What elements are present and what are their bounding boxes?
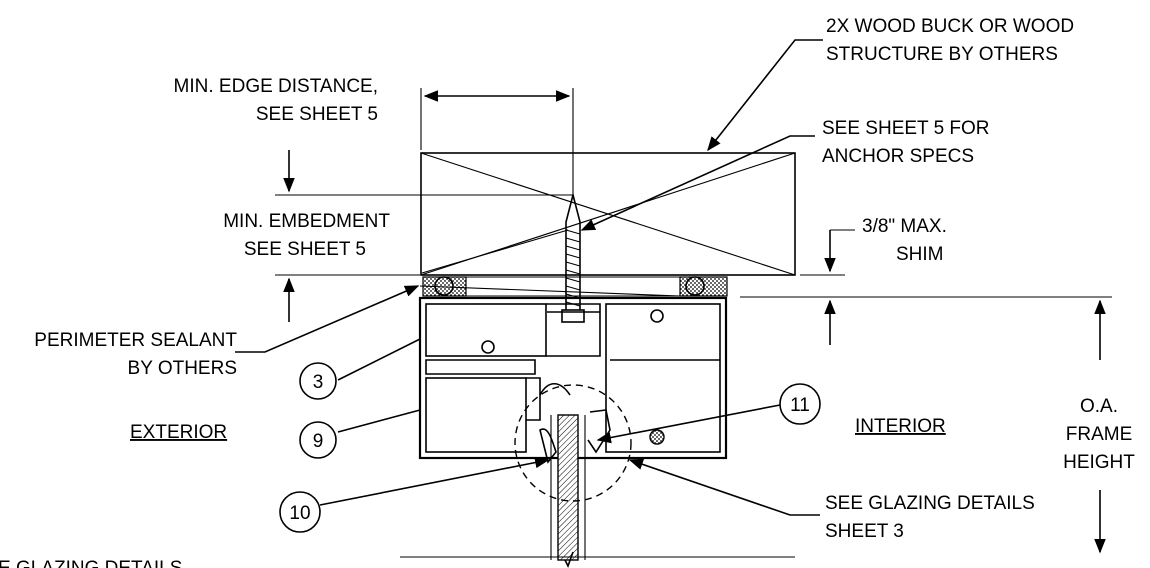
callout-9-text: 9 — [313, 431, 324, 452]
oa-label-1: O.A. — [1080, 396, 1118, 417]
embedment-dimension — [275, 150, 573, 322]
sealant-label-2: BY OTHERS — [128, 358, 237, 379]
leader-lines — [235, 39, 823, 516]
edge-distance-label-2: SEE SHEET 5 — [256, 104, 378, 125]
oa-label-2: FRAME — [1066, 424, 1133, 445]
edge-distance-label-1: MIN. EDGE DISTANCE, — [174, 76, 378, 97]
sealant-label-1: PERIMETER SEALANT — [34, 330, 237, 351]
callout-3: 3 — [299, 362, 337, 400]
oa-label-3: HEIGHT — [1063, 452, 1135, 473]
shim-label-2: SHIM — [896, 244, 944, 265]
callout-11: 11 — [779, 383, 821, 425]
callout-11-text: 11 — [790, 395, 810, 416]
interior-label: INTERIOR — [855, 416, 946, 437]
glass-lite — [514, 384, 632, 568]
callout-10: 10 — [279, 491, 321, 533]
glazing-label-1: SEE GLAZING DETAILS — [825, 493, 1035, 514]
shim-label-1: 3/8" MAX. — [862, 216, 947, 237]
edge-distance-dimension — [420, 88, 574, 195]
wood-buck-label-1: 2X WOOD BUCK OR WOOD — [826, 16, 1074, 37]
callout-9: 9 — [299, 421, 337, 459]
embedment-label-2: SEE SHEET 5 — [244, 239, 366, 260]
exterior-label: EXTERIOR — [130, 422, 227, 443]
embedment-label-1: MIN. EMBEDMENT — [223, 211, 390, 232]
callout-3-text: 3 — [313, 372, 324, 393]
callout-10-text: 10 — [289, 503, 310, 524]
anchor-label-2: ANCHOR SPECS — [822, 146, 974, 167]
wood-buck-label-2: STRUCTURE BY OTHERS — [826, 44, 1058, 65]
shim-dimension — [740, 229, 1112, 345]
anchor-screw — [561, 191, 585, 323]
sealant-bed — [422, 276, 728, 297]
cut-off-glazing-label: E GLAZING DETAILS — [0, 558, 182, 568]
anchor-label-1: SEE SHEET 5 FOR — [822, 118, 990, 139]
glazing-label-2: SHEET 3 — [825, 521, 904, 542]
